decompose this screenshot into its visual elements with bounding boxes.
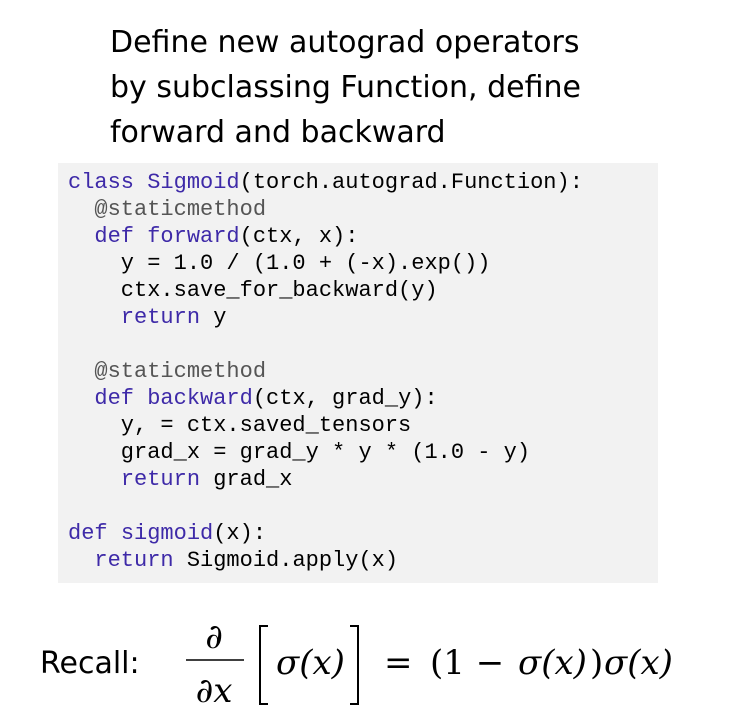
partial-top: ∂ xyxy=(205,617,223,657)
code-token: Sigmoid xyxy=(147,170,240,195)
code-token: backward xyxy=(147,386,253,411)
code-token: y, = ctx.saved_tensors xyxy=(68,413,412,438)
code-token: y = 1.0 / (1.0 + (-x).exp()) xyxy=(68,251,491,276)
slide-title: Define new autograd operators by subclas… xyxy=(110,20,710,155)
code-token xyxy=(68,386,94,411)
inner-sigma: σ(x) xyxy=(276,643,345,683)
code-token: (ctx, grad_y): xyxy=(252,386,438,411)
code-line: @staticmethod xyxy=(68,196,583,223)
sigmoid-derivative-formula: ∂ ∂x σ(x) = (1 − σ(x) ) σ(x) xyxy=(178,614,718,714)
code-line: def sigmoid(x): xyxy=(68,520,583,547)
code-token: (ctx, x): xyxy=(239,224,359,249)
title-line-2: by subclassing Function, define xyxy=(110,70,581,105)
code-listing: class Sigmoid(torch.autograd.Function): … xyxy=(68,169,583,574)
code-token xyxy=(68,224,94,249)
rhs-sigma: σ(x) xyxy=(518,643,587,683)
left-bracket xyxy=(259,625,268,705)
code-token: (x): xyxy=(213,521,267,546)
equals-sign: = xyxy=(384,643,413,683)
code-token: class xyxy=(68,170,148,195)
code-line xyxy=(68,493,583,520)
code-token: grad_x = grad_y * y * (1.0 - y) xyxy=(68,440,531,465)
code-line: ctx.save_for_backward(y) xyxy=(68,277,583,304)
code-line: return grad_x xyxy=(68,466,583,493)
right-bracket xyxy=(350,625,359,705)
code-line: grad_x = grad_y * y * (1.0 - y) xyxy=(68,439,583,466)
code-token: def xyxy=(68,521,121,546)
code-token: return xyxy=(120,305,201,330)
code-token: (torch.autograd.Function): xyxy=(239,170,583,195)
title-line-3: forward and backward xyxy=(110,115,446,150)
title-line-1: Define new autograd operators xyxy=(110,25,580,60)
code-line: y = 1.0 / (1.0 + (-x).exp()) xyxy=(68,250,583,277)
code-token: y xyxy=(200,305,227,330)
code-token xyxy=(68,305,121,330)
partial-bottom: ∂x xyxy=(196,671,233,711)
code-token xyxy=(68,467,121,492)
code-line: return Sigmoid.apply(x) xyxy=(68,547,583,574)
code-line: y, = ctx.saved_tensors xyxy=(68,412,583,439)
rhs-close: ) xyxy=(590,643,603,683)
code-line: @staticmethod xyxy=(68,358,583,385)
code-token: sigmoid xyxy=(120,521,214,546)
code-line: def backward(ctx, grad_y): xyxy=(68,385,583,412)
code-line: def forward(ctx, x): xyxy=(68,223,583,250)
code-block: class Sigmoid(torch.autograd.Function): … xyxy=(58,163,658,583)
code-line: class Sigmoid(torch.autograd.Function): xyxy=(68,169,583,196)
code-token: def xyxy=(94,224,148,249)
code-token xyxy=(68,548,94,573)
formula-svg: ∂ ∂x σ(x) = (1 − σ(x) ) σ(x) xyxy=(186,617,673,711)
code-token: grad_x xyxy=(200,467,293,492)
recall-label: Recall: xyxy=(40,646,140,681)
code-token: def xyxy=(94,386,148,411)
rhs-tail: σ(x) xyxy=(604,643,673,683)
code-token: @staticmethod xyxy=(68,359,267,384)
code-token: @staticmethod xyxy=(68,197,267,222)
rhs-open: (1 − xyxy=(430,643,504,683)
code-token: forward xyxy=(147,224,240,249)
code-line xyxy=(68,331,583,358)
code-token: ctx.save_for_backward(y) xyxy=(68,278,438,303)
code-line: return y xyxy=(68,304,583,331)
code-token: return xyxy=(94,548,174,573)
code-token: Sigmoid.apply(x) xyxy=(173,548,399,573)
code-token: return xyxy=(120,467,201,492)
